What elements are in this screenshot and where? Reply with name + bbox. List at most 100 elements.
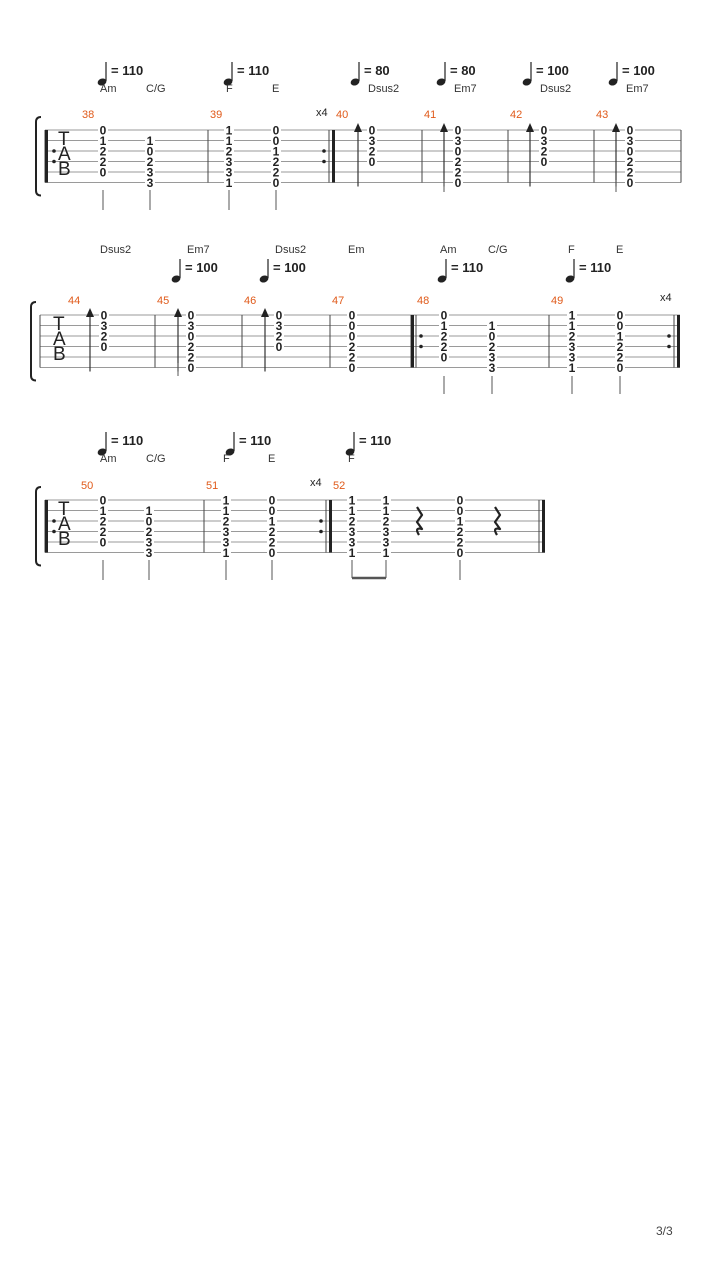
fret-bg	[439, 320, 449, 331]
fret-number: 0	[441, 309, 448, 323]
chord-name: Em	[348, 244, 365, 256]
fret-number: 2	[100, 515, 107, 529]
quarter-note-icon	[608, 78, 618, 86]
fret-bg	[186, 320, 196, 331]
fret-number: 2	[349, 340, 356, 354]
fret-number: 3	[541, 134, 548, 148]
quarter-note-icon	[436, 78, 446, 86]
fret-number: 0	[276, 340, 283, 354]
chord-name: C/G	[146, 453, 166, 465]
quarter-note-icon	[345, 448, 355, 456]
fret-number: 2	[541, 145, 548, 159]
measure-number: 40	[336, 109, 348, 121]
fret-bg	[347, 352, 357, 362]
chord-name: Em7	[454, 83, 477, 95]
fret-number: 1	[146, 504, 153, 518]
fret-bg	[455, 505, 465, 516]
fret-bg	[99, 320, 109, 331]
fret-number: 0	[457, 546, 464, 560]
measure-number: 43	[596, 109, 608, 121]
fret-number: 2	[269, 525, 276, 539]
fret-bg	[381, 516, 391, 526]
fret-number: 1	[383, 546, 390, 560]
fret-number: 1	[349, 504, 356, 518]
quarter-note-icon	[437, 275, 447, 283]
fret-number: 1	[100, 504, 107, 518]
fret-number: 3	[226, 166, 233, 180]
fret-number: 2	[455, 155, 462, 169]
fret-number: 0	[147, 145, 154, 159]
chord-name: E	[616, 244, 623, 256]
fret-bg	[224, 156, 234, 167]
chord-name: C/G	[488, 244, 508, 256]
fret-bg	[267, 547, 277, 558]
tempo-mark: = 110	[359, 433, 391, 448]
chord-name: Em7	[626, 83, 649, 95]
fret-number: 1	[223, 494, 230, 508]
fret-number: 0	[188, 330, 195, 344]
fret-bg	[144, 516, 154, 526]
fret-bg	[98, 495, 108, 505]
fret-bg	[453, 135, 463, 146]
fret-bg	[439, 331, 449, 341]
fret-bg	[567, 320, 577, 331]
fret-bg	[487, 352, 497, 362]
fret-bg	[144, 537, 154, 547]
fret-number: 1	[569, 319, 576, 333]
fret-bg	[274, 310, 284, 320]
fret-bg	[221, 537, 231, 547]
fret-bg	[455, 495, 465, 505]
fret-number: 3	[489, 361, 496, 375]
strum-up-arrow-icon	[261, 308, 269, 317]
fret-bg	[347, 516, 357, 526]
fret-bg	[453, 125, 463, 135]
fret-bg	[267, 526, 277, 537]
fret-bg	[221, 547, 231, 558]
fret-number: 0	[541, 124, 548, 138]
tempo-mark: = 100	[536, 63, 569, 78]
fret-number: 3	[627, 134, 634, 148]
fret-number: 1	[489, 319, 496, 333]
fret-bg	[381, 495, 391, 505]
tab-clef-letter: A	[53, 329, 66, 350]
chord-name: F	[568, 244, 575, 256]
repeat-dot	[319, 519, 323, 523]
fret-number: 2	[441, 330, 448, 344]
strum-up-arrow-icon	[612, 123, 620, 132]
fret-bg	[487, 341, 497, 352]
fret-number: 3	[455, 134, 462, 148]
fret-bg	[439, 310, 449, 320]
final-bar	[542, 500, 545, 553]
fret-bg	[487, 362, 497, 373]
fret-bg	[98, 537, 108, 547]
fret-number: 3	[383, 525, 390, 539]
fret-bg	[439, 341, 449, 352]
fret-bg	[367, 156, 377, 167]
fret-number: 0	[100, 124, 107, 138]
fret-bg	[271, 177, 281, 188]
chord-name: Dsus2	[540, 83, 571, 95]
fret-bg	[274, 331, 284, 341]
fret-number: 1	[441, 319, 448, 333]
fret-bg	[274, 341, 284, 352]
chord-name: F	[223, 453, 230, 465]
fret-bg	[625, 177, 635, 188]
fret-number: 3	[226, 155, 233, 169]
fret-number: 0	[273, 134, 280, 148]
repeat-dot	[667, 334, 671, 338]
quarter-note-icon	[97, 78, 107, 86]
fret-bg	[186, 362, 196, 373]
fret-number: 0	[100, 494, 107, 508]
fret-number: 3	[188, 319, 195, 333]
fret-number: 3	[101, 319, 108, 333]
fret-number: 0	[349, 330, 356, 344]
fret-bg	[271, 167, 281, 177]
system-bracket	[30, 301, 37, 382]
quarter-note-icon	[565, 275, 575, 283]
fret-bg	[98, 146, 108, 156]
fret-number: 0	[369, 155, 376, 169]
measure-number: 39	[210, 109, 222, 121]
fret-number: 3	[349, 525, 356, 539]
fret-number: 2	[273, 155, 280, 169]
